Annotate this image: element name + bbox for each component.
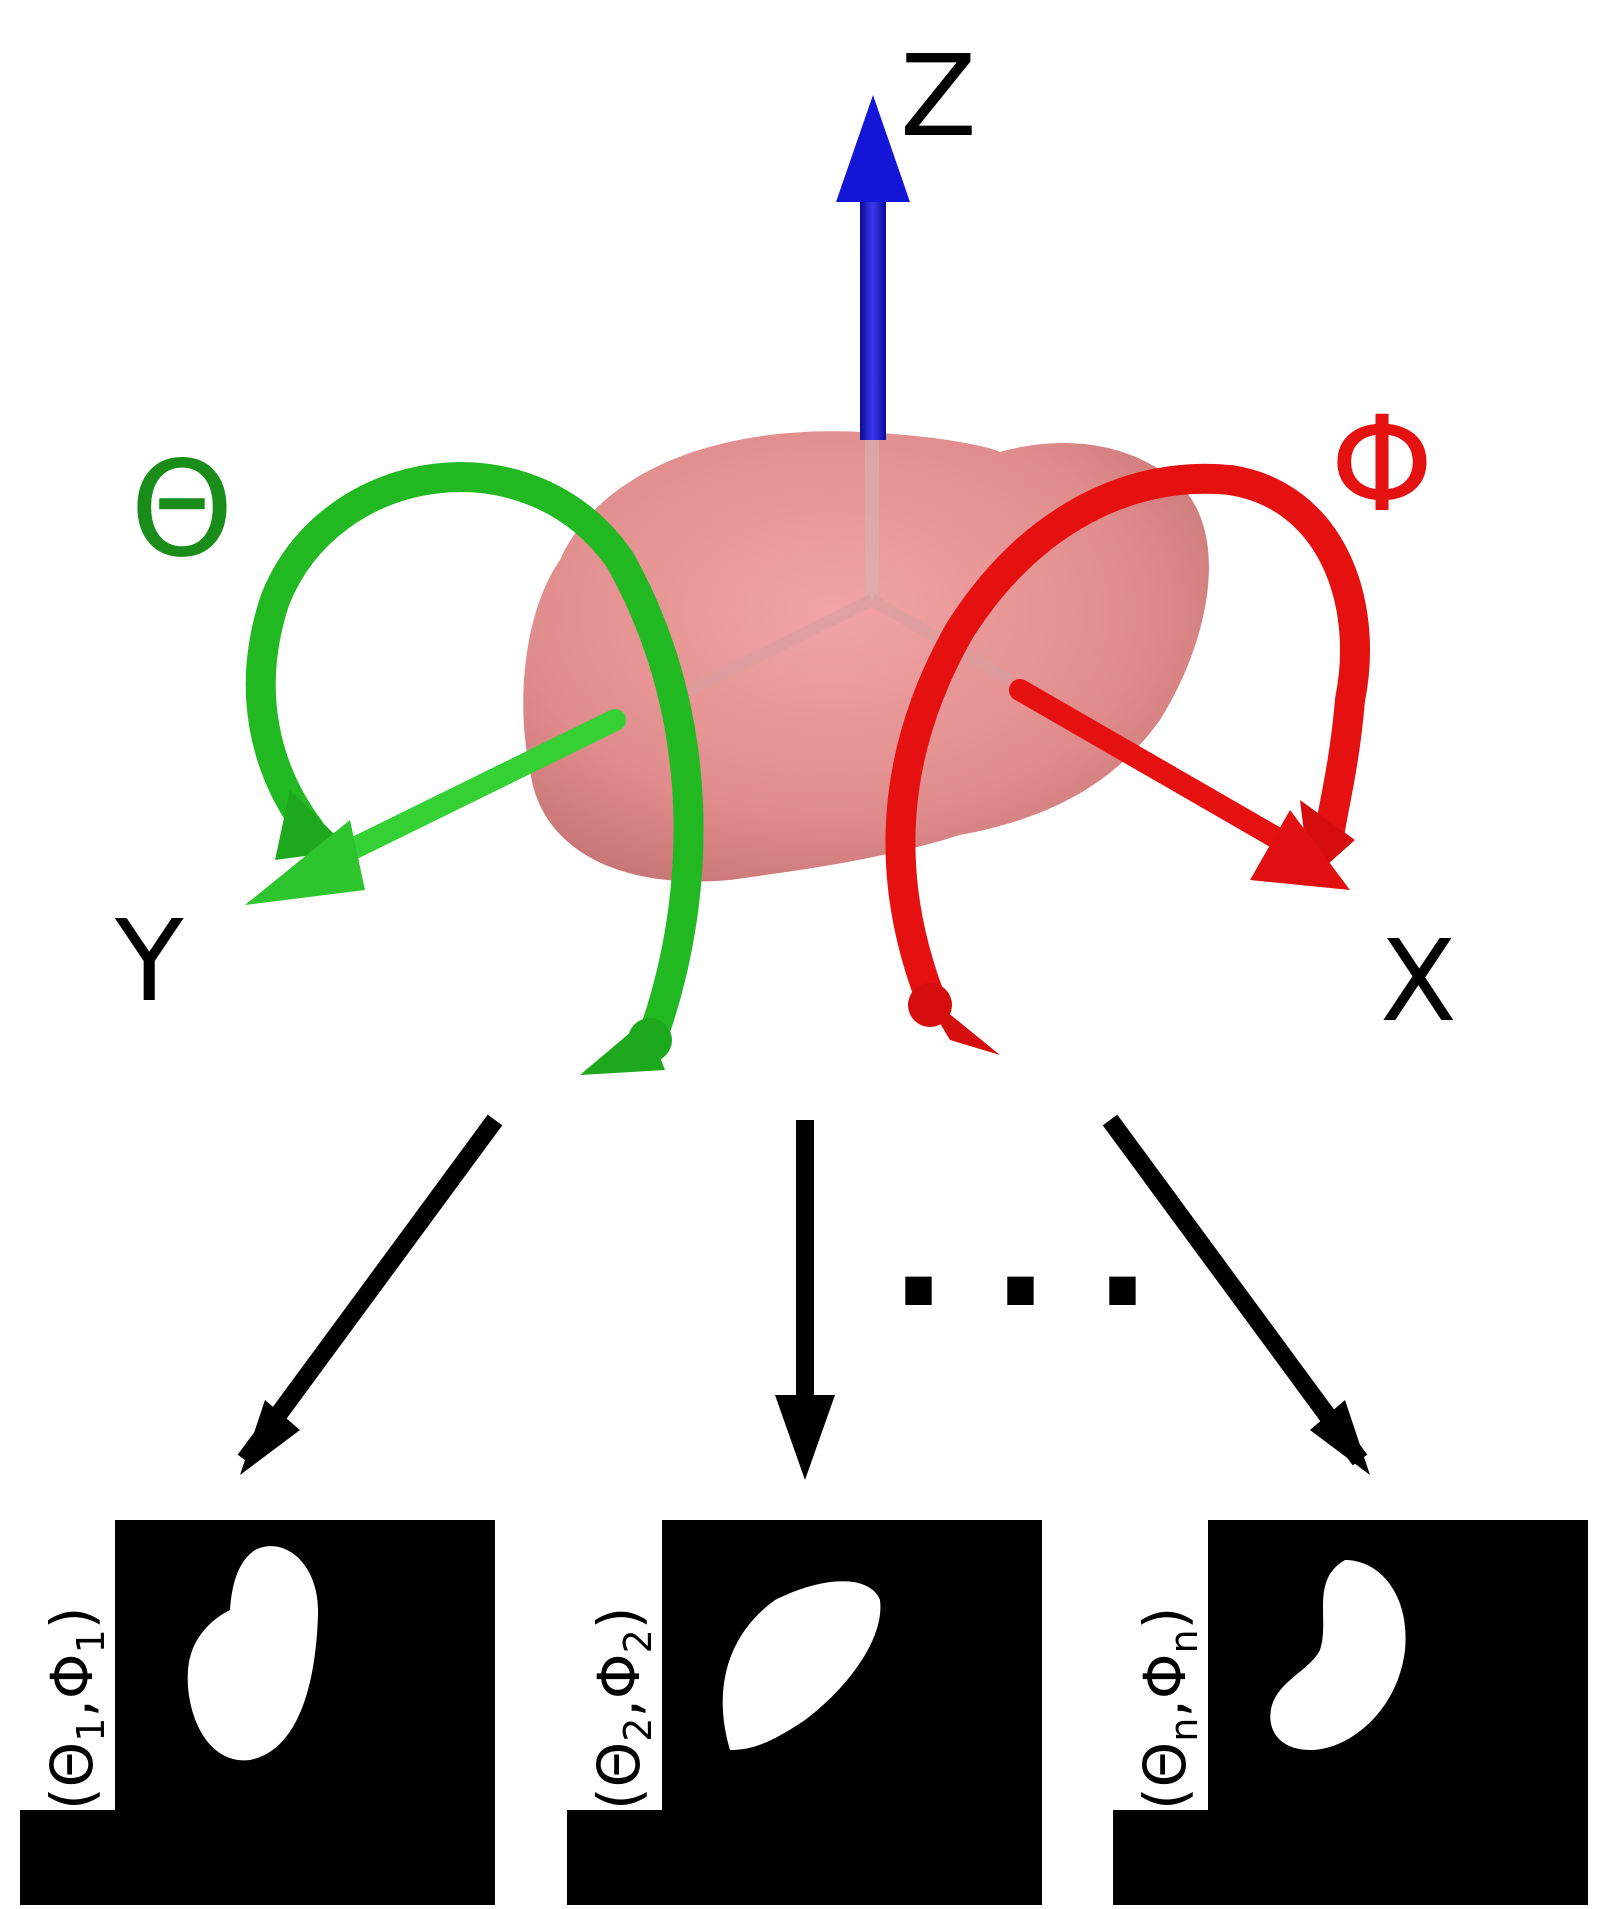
projection-arrow-n-head xyxy=(1310,1400,1370,1475)
projection-arrow-1-head xyxy=(240,1400,300,1475)
projection-panel-2: (Θ2,Φ2) xyxy=(567,1520,1042,1905)
projection-arrow-2-head xyxy=(775,1395,835,1480)
y-axis-label: Y xyxy=(114,897,184,1027)
x-axis-label: X xyxy=(1380,917,1457,1047)
phi-rotation-arc xyxy=(885,463,1370,1025)
projection-arrow-n xyxy=(1102,1114,1368,1466)
theta-label: Θ xyxy=(130,433,234,587)
theta-rotation-arc xyxy=(245,462,704,1045)
inner-y-axis xyxy=(687,594,875,696)
z-axis-shaft xyxy=(860,175,886,440)
x-axis-head xyxy=(1250,810,1350,890)
projection-arrow-1 xyxy=(237,1114,503,1466)
silhouette-2 xyxy=(722,1581,881,1750)
phi-arc-tail-point xyxy=(920,990,1000,1055)
phi-label: Φ xyxy=(1330,388,1434,542)
theta-arc-tail-point xyxy=(580,1020,665,1075)
silhouette-1 xyxy=(187,1546,319,1761)
projection-1-angles: (Θ1,Φ1) xyxy=(38,1607,113,1810)
z-axis-head xyxy=(836,95,910,202)
y-axis-shaft xyxy=(319,709,626,871)
projection-2-angles: (Θ2,Φ2) xyxy=(585,1607,660,1810)
silhouette-n xyxy=(1270,1560,1406,1750)
y-axis-head xyxy=(245,820,365,905)
ellipsis: ... xyxy=(890,1167,1196,1341)
projection-n-angles: (Θn,Φn) xyxy=(1131,1607,1206,1810)
projection-panel-n: (Θn,Φn) xyxy=(1113,1520,1588,1905)
x-axis-shaft xyxy=(1009,679,1291,851)
z-axis-label: Z xyxy=(900,32,977,162)
projection-panel-1: (Θ1,Φ1) xyxy=(20,1520,495,1905)
